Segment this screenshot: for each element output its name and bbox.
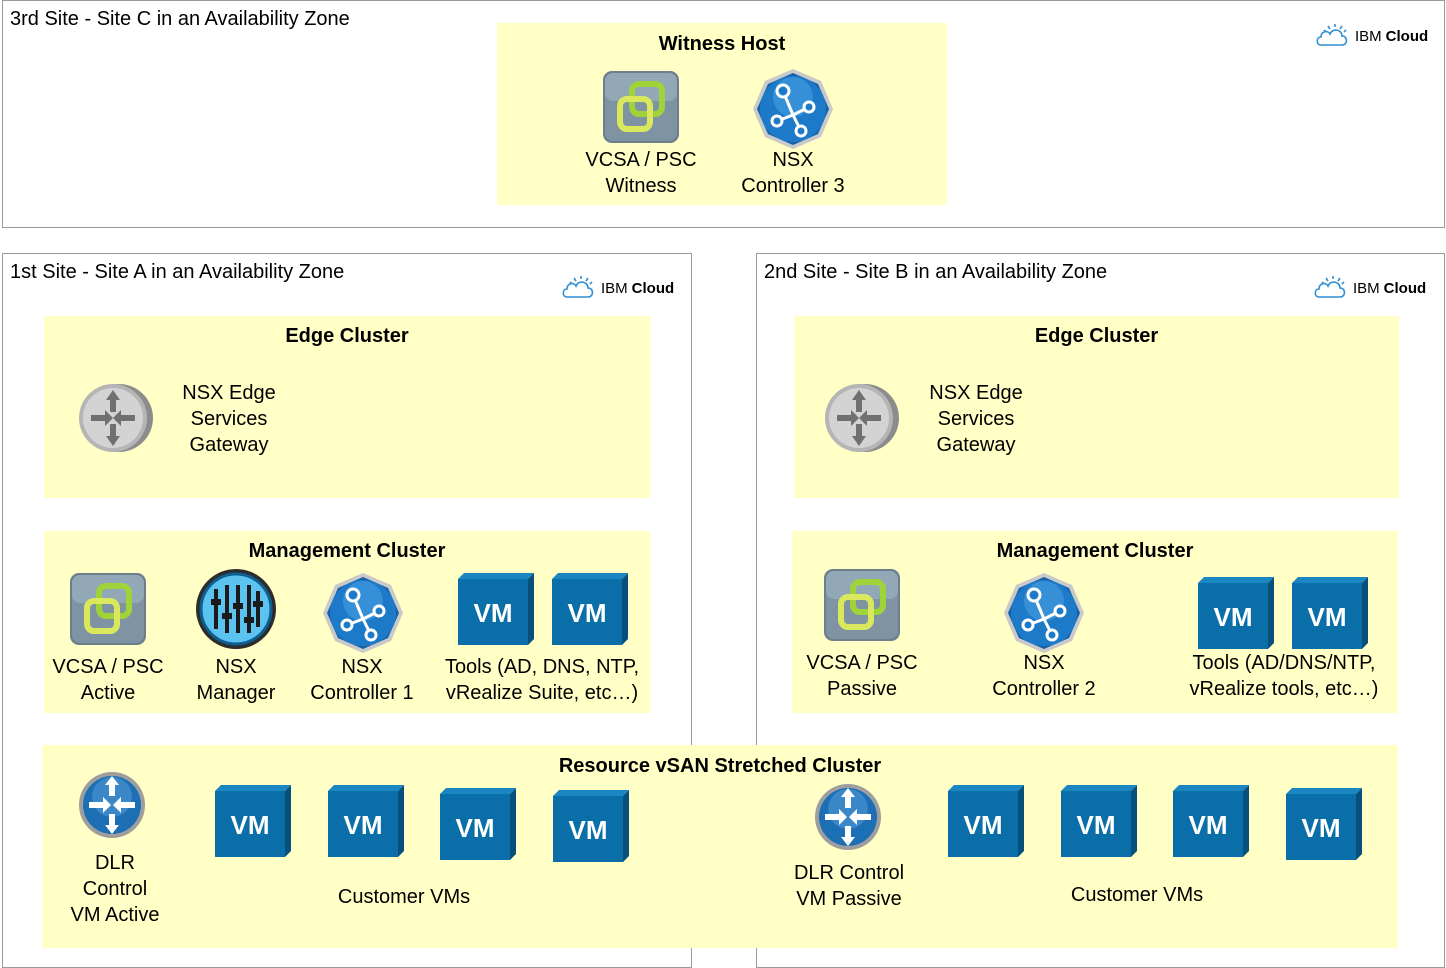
svg-text:VM: VM <box>474 598 513 628</box>
svg-text:VM: VM <box>1189 810 1228 840</box>
customer-vms-label: Customer VMs <box>1070 884 1204 906</box>
vm-icon: VM <box>1198 577 1274 649</box>
vm-icon: VM <box>440 788 516 860</box>
tools-label: Tools (AD, DNS, NTP,vRealize Suite, etc…… <box>444 656 640 704</box>
vm-icon: VM <box>458 573 534 645</box>
vm-icon: VM <box>553 790 629 862</box>
svg-text:VM: VM <box>568 598 607 628</box>
edge-gateway-icon <box>821 378 901 458</box>
vm-icon: VM <box>328 785 404 857</box>
svg-text:VM: VM <box>1077 810 1116 840</box>
nsx-manager-icon <box>192 567 280 651</box>
ibm-text: IBM <box>601 279 628 297</box>
svg-text:VM: VM <box>1302 813 1341 843</box>
edge-cluster-title: Edge Cluster <box>285 325 409 347</box>
site-b-title: 2nd Site - Site B in an Availability Zon… <box>764 261 1108 283</box>
svg-text:VM: VM <box>1214 602 1253 632</box>
management-cluster-title: Management Cluster <box>248 540 446 562</box>
edge-gateway-icon <box>75 378 155 458</box>
cloud-text: Cloud <box>1383 279 1427 297</box>
ibm-text: IBM <box>1355 27 1382 45</box>
svg-text:VM: VM <box>344 810 383 840</box>
nsx-controller-icon <box>1002 571 1086 655</box>
vcenter-icon <box>601 69 681 145</box>
dlr-router-icon <box>813 782 883 852</box>
tools-label: Tools (AD/DNS/NTP,vRealize tools, etc…) <box>1189 652 1379 700</box>
vm-icon: VM <box>1292 577 1368 649</box>
ibm-text: IBM <box>1353 279 1380 297</box>
svg-text:VM: VM <box>231 810 270 840</box>
vm-icon: VM <box>1061 785 1137 857</box>
vm-icon: VM <box>1286 788 1362 860</box>
site-a-title: 1st Site - Site A in an Availability Zon… <box>10 261 345 283</box>
ibm-cloud-icon <box>1315 23 1349 49</box>
cloud-text: Cloud <box>631 279 675 297</box>
svg-text:VM: VM <box>569 815 608 845</box>
cloud-text: Cloud <box>1385 27 1429 45</box>
vm-icon: VM <box>215 785 291 857</box>
site-c-box: 3rd Site - Site C in an Availability Zon… <box>2 0 1445 228</box>
svg-text:VM: VM <box>1308 602 1347 632</box>
customer-vms-label: Customer VMs <box>337 886 471 908</box>
nsx-controller-icon <box>321 571 405 655</box>
dlr-router-icon <box>77 770 147 840</box>
site-c-title: 3rd Site - Site C in an Availability Zon… <box>10 8 350 30</box>
vcenter-icon <box>68 571 148 647</box>
svg-text:VM: VM <box>964 810 1003 840</box>
witness-host-title: Witness Host <box>658 33 786 55</box>
ibm-cloud-icon <box>561 275 595 301</box>
vm-icon: VM <box>1173 785 1249 857</box>
ibm-cloud-icon <box>1313 275 1347 301</box>
vcenter-icon <box>822 567 902 643</box>
svg-text:VM: VM <box>456 813 495 843</box>
vm-icon: VM <box>948 785 1024 857</box>
resource-cluster-title: Resource vSAN Stretched Cluster <box>558 755 882 777</box>
edge-cluster-title: Edge Cluster <box>1034 325 1159 347</box>
vm-icon: VM <box>552 573 628 645</box>
management-cluster-title: Management Cluster <box>996 540 1194 562</box>
nsx-controller-icon <box>751 67 835 151</box>
